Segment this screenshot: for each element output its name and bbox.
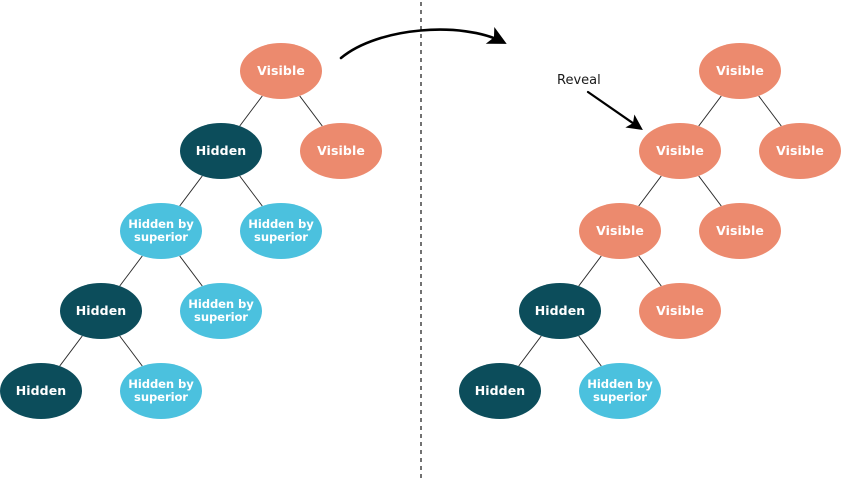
tree-node-label: Visible bbox=[716, 63, 764, 78]
transition-arrow-icon bbox=[339, 27, 507, 60]
tree-node-label: Visible bbox=[317, 143, 365, 158]
tree-edge bbox=[578, 335, 602, 367]
tree-node-label: Hidden by superior bbox=[248, 217, 314, 244]
tree-node-label: Hidden bbox=[474, 383, 526, 398]
tree-node-label: Hidden bbox=[534, 303, 586, 318]
tree-edge bbox=[59, 335, 83, 367]
tree-node-hidden-by-superior[interactable]: Hidden by superior bbox=[120, 363, 202, 419]
tree-node-hidden[interactable]: Hidden bbox=[60, 283, 142, 339]
tree-edge bbox=[638, 255, 662, 287]
tree-node-label: Visible bbox=[656, 303, 704, 318]
reveal-annotation-label: Reveal bbox=[557, 73, 601, 88]
reveal-pointer-arrow-icon bbox=[586, 90, 643, 131]
tree-edge bbox=[179, 175, 203, 207]
tree-node-label: Hidden bbox=[15, 383, 67, 398]
tree-node-hidden-by-superior[interactable]: Hidden by superior bbox=[240, 203, 322, 259]
tree-node-label: Hidden by superior bbox=[128, 377, 194, 404]
tree-node-hidden[interactable]: Hidden bbox=[0, 363, 82, 419]
tree-edge bbox=[578, 255, 602, 287]
tree-node-label: Hidden by superior bbox=[128, 217, 194, 244]
tree-node-hidden-by-superior[interactable]: Hidden by superior bbox=[579, 363, 661, 419]
tree-node-visible[interactable]: Visible bbox=[639, 283, 721, 339]
tree-node-label: Hidden bbox=[195, 143, 247, 158]
tree-edge bbox=[179, 255, 203, 287]
tree-edge bbox=[518, 335, 542, 367]
tree-node-label: Visible bbox=[776, 143, 824, 158]
tree-edge bbox=[758, 95, 782, 127]
tree-node-hidden-by-superior[interactable]: Hidden by superior bbox=[120, 203, 202, 259]
tree-edge bbox=[239, 175, 263, 207]
tree-node-visible[interactable]: Visible bbox=[300, 123, 382, 179]
tree-edge bbox=[638, 175, 662, 207]
tree-node-hidden[interactable]: Hidden bbox=[180, 123, 262, 179]
tree-node-label: Hidden bbox=[75, 303, 127, 318]
tree-edge bbox=[239, 95, 263, 127]
tree-node-label: Visible bbox=[656, 143, 704, 158]
tree-node-label: Visible bbox=[257, 63, 305, 78]
tree-node-hidden[interactable]: Hidden bbox=[459, 363, 541, 419]
tree-node-label: Visible bbox=[596, 223, 644, 238]
tree-node-visible[interactable]: Visible bbox=[240, 43, 322, 99]
tree-node-label: Hidden by superior bbox=[587, 377, 653, 404]
tree-edge bbox=[698, 95, 722, 127]
tree-edge bbox=[119, 335, 143, 367]
tree-node-label: Visible bbox=[716, 223, 764, 238]
tree-node-hidden[interactable]: Hidden bbox=[519, 283, 601, 339]
tree-node-label: Hidden by superior bbox=[188, 297, 254, 324]
tree-edge bbox=[299, 95, 323, 127]
tree-node-visible[interactable]: Visible bbox=[699, 43, 781, 99]
tree-node-hidden-by-superior[interactable]: Hidden by superior bbox=[180, 283, 262, 339]
tree-edge bbox=[698, 175, 722, 207]
tree-node-visible[interactable]: Visible bbox=[579, 203, 661, 259]
tree-edge bbox=[119, 255, 143, 287]
tree-node-visible[interactable]: Visible bbox=[759, 123, 841, 179]
tree-node-visible[interactable]: Visible bbox=[639, 123, 721, 179]
tree-node-visible[interactable]: Visible bbox=[699, 203, 781, 259]
